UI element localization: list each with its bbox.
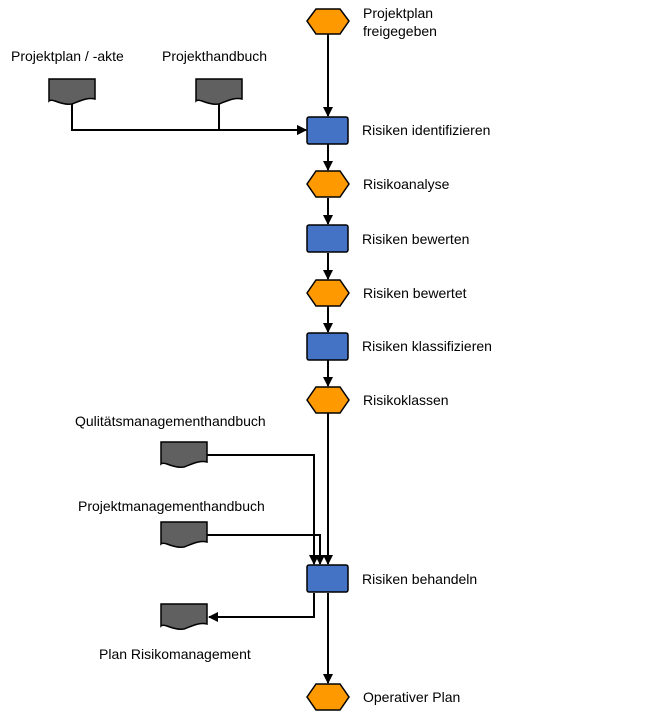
event-risiken-bewertet: Risiken bewertet — [306, 279, 467, 307]
function-risiken-behandeln: Risiken behandeln — [306, 564, 477, 593]
function-box — [306, 332, 349, 361]
function-box — [306, 224, 349, 253]
event-hexagon — [306, 8, 350, 35]
event-label: Risikoanalyse — [363, 176, 450, 192]
document-label: Qulitätsmanagementhandbuch — [75, 413, 266, 429]
document-label: Projektmanagementhandbuch — [78, 498, 265, 514]
document-qualitaetsmanagementhandbuch: Qulitätsmanagementhandbuch — [75, 413, 266, 468]
event-label: Risikoklassen — [363, 392, 449, 408]
function-label: Risiken klassifizieren — [362, 338, 492, 354]
document-projektplan-akte: Projektplan / -akte — [11, 48, 124, 105]
function-box — [306, 116, 349, 145]
document-icon — [195, 78, 243, 105]
event-hexagon — [306, 683, 350, 711]
document-icon — [160, 521, 208, 548]
edge-projektplan-akte-to-identifizieren — [71, 104, 307, 135]
edge-behandeln-to-plan-risikomanagement — [208, 593, 315, 622]
document-icon — [160, 603, 208, 630]
document-icon — [48, 78, 96, 105]
event-hexagon — [306, 386, 350, 414]
function-label: Risiken bewerten — [362, 231, 469, 247]
function-label: Risiken identifizieren — [362, 122, 490, 138]
function-risiken-klassifizieren: Risiken klassifizieren — [306, 332, 492, 361]
event-projektplan-freigegeben: Projektplan freigegeben — [306, 5, 437, 39]
event-label: Risiken bewertet — [363, 285, 467, 301]
function-risiken-identifizieren: Risiken identifizieren — [306, 116, 490, 145]
edge-qualitaet-to-behandeln — [207, 454, 319, 565]
event-risikoanalyse: Risikoanalyse — [306, 170, 450, 198]
event-risikoklassen: Risikoklassen — [306, 386, 449, 414]
function-box — [306, 564, 349, 593]
document-label: Plan Risikomanagement — [99, 646, 251, 662]
edge-projektmanagement-to-behandeln — [207, 534, 325, 565]
event-operativer-plan: Operativer Plan — [306, 683, 460, 711]
document-projekthandbuch: Projekthandbuch — [162, 48, 267, 105]
document-plan-risikomanagement: Plan Risikomanagement — [99, 603, 251, 662]
edge-projekthandbuch-to-identifizieren — [218, 104, 307, 135]
event-label-line1: Projektplan — [363, 5, 433, 21]
event-label-line2: freigegeben — [363, 23, 437, 39]
event-hexagon — [306, 279, 350, 307]
edges — [71, 34, 333, 684]
document-projektmanagementhandbuch: Projektmanagementhandbuch — [78, 498, 265, 548]
document-icon — [160, 441, 208, 468]
function-risiken-bewerten: Risiken bewerten — [306, 224, 469, 253]
event-label: Operativer Plan — [363, 689, 460, 705]
event-hexagon — [306, 170, 350, 198]
document-label: Projekthandbuch — [162, 48, 267, 64]
document-label: Projektplan / -akte — [11, 48, 124, 64]
function-label: Risiken behandeln — [362, 571, 477, 587]
